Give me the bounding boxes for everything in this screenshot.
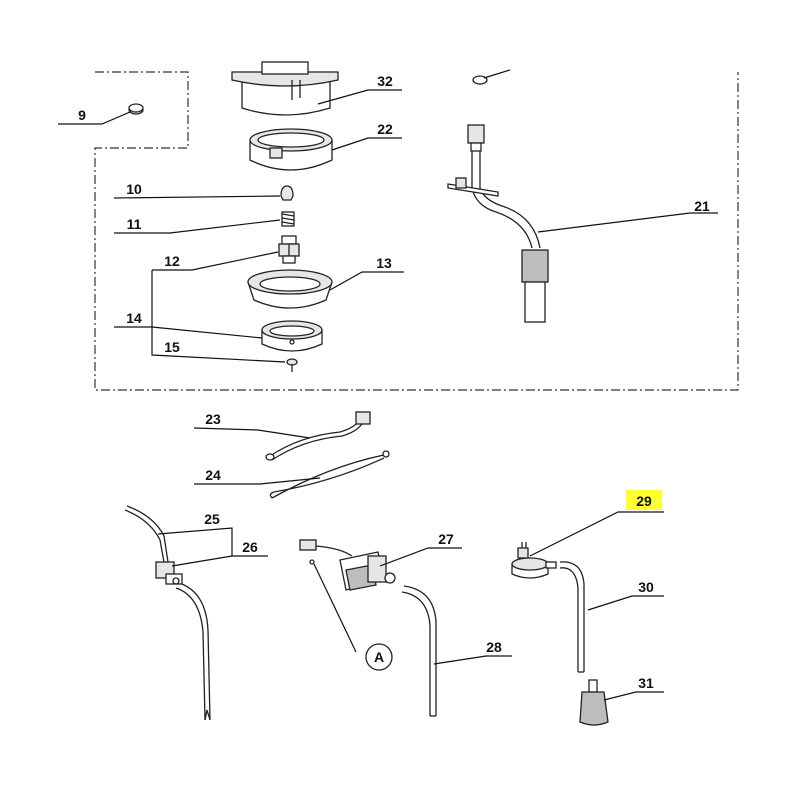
label-23: 23 [205,411,221,427]
part-15-screw[interactable] [286,358,298,372]
leader-28 [433,655,512,665]
leader-25 [157,527,233,556]
leader-10 [113,195,281,199]
label-14: 14 [126,310,142,326]
part-31-filter[interactable] [579,679,609,726]
label-24: 24 [205,467,221,483]
label-22: 22 [377,121,393,137]
leader-21 [537,212,718,233]
part-26-fitting[interactable] [155,561,183,585]
part-28-tube[interactable] [401,585,437,717]
label-25: 25 [204,511,220,527]
leader-31 [603,691,664,701]
part-10-cap[interactable] [280,185,294,201]
label-29[interactable]: 29 [636,493,652,509]
label-28: 28 [486,639,502,655]
label-13: 13 [376,255,392,271]
leader-22 [331,137,402,151]
label-27: 27 [438,531,454,547]
highlight-29 [626,490,662,510]
part-13-holder[interactable] [247,269,333,309]
part-32-boiler[interactable] [231,61,339,116]
leader-32 [317,89,402,105]
part-29-flowmeter[interactable] [511,542,557,579]
label-9: 9 [78,107,86,123]
leader-9 [58,111,131,125]
leader-29 [529,511,664,557]
label-15: 15 [164,339,180,355]
label-11: 11 [127,216,142,232]
part-23-wire[interactable] [265,411,371,461]
leader-13 [329,271,404,291]
label-12: 12 [164,253,180,269]
leader-11 [114,219,281,234]
washer-top-right [472,69,511,85]
label-26: 26 [242,539,258,555]
label-21: 21 [694,198,710,214]
part-27-pump[interactable] [299,539,396,591]
label-detail-a: A [374,649,384,665]
part-14-plate[interactable] [261,320,323,352]
assembly-boundary [94,71,739,391]
label-30: 30 [638,579,654,595]
label-31: 31 [638,675,654,691]
label-32: 32 [377,73,393,89]
detail-a-callout[interactable] [313,563,393,671]
label-10: 10 [126,181,142,197]
leader-23 [193,427,311,439]
part-25-tube[interactable] [124,505,211,721]
leader-15 [151,270,286,363]
leader-14 [114,326,263,339]
leader-24 [194,477,321,485]
leader-30 [587,595,664,611]
part-12-valve[interactable] [278,235,300,264]
leader-26 [171,555,268,567]
part-22-ring[interactable] [249,128,333,171]
part-30-tube[interactable] [559,561,585,673]
leader-27 [379,547,462,567]
part-11-spring[interactable] [281,211,295,227]
leader-12 [152,251,279,271]
part-9-washer[interactable] [128,103,144,115]
part-21-steam-pipe[interactable] [447,124,549,323]
part-24-wire-loop[interactable] [269,450,390,499]
